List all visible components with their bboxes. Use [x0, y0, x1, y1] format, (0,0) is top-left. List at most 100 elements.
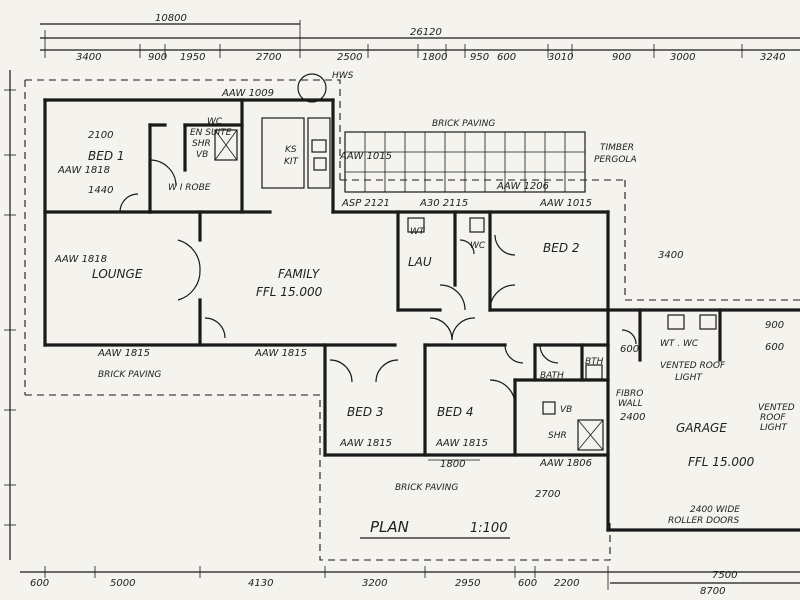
win-aaw1815-b: AAW 1815 — [254, 348, 307, 359]
note-fibro-1: FIBRO — [616, 389, 643, 399]
win-aaw1206: AAW 1206 — [496, 181, 549, 192]
dim-2400: 2400 — [620, 412, 645, 423]
dim-900: 900 — [765, 320, 784, 331]
plan-title: PLAN — [370, 518, 409, 536]
note-roller-1: 2400 WIDE — [690, 505, 740, 515]
room-wi-robe: W I ROBE — [168, 183, 211, 193]
win-aaw1009: AAW 1009 — [221, 88, 274, 99]
left-dimension-line — [4, 70, 16, 560]
dim-600a: 600 — [765, 342, 784, 353]
win-aaw1815-a: AAW 1815 — [97, 348, 150, 359]
dim-top-4: 2500 — [337, 52, 362, 63]
room-kit: KIT — [284, 157, 300, 167]
note-timber-2: PERGOLA — [594, 155, 637, 165]
note-fibro-2: WALL — [618, 399, 643, 409]
dim-1800: 1800 — [440, 459, 465, 470]
interior-walls — [43, 98, 722, 457]
note-timber-1: TIMBER — [600, 143, 634, 153]
dim-top-1: 900 — [148, 52, 167, 63]
room-garage: GARAGE — [676, 421, 727, 435]
room-shr2: SHR — [548, 431, 567, 441]
note-vented-roof-r1: VENTED — [758, 403, 795, 413]
room-bed3: BED 3 — [347, 405, 384, 419]
note-vented-roof-1: VENTED ROOF — [660, 361, 726, 371]
dim-bot-2: 4130 — [248, 578, 273, 589]
side-dims: 2100 1440 3400 2700 1800 2400 900 600 60… — [88, 130, 784, 500]
room-ffl-main: FFL 15.000 — [256, 285, 323, 299]
room-wt-wc-garage: WT . WC — [660, 339, 699, 349]
win-aaw1815-bed4: AAW 1815 — [435, 438, 488, 449]
room-bed2: BED 2 — [543, 241, 580, 255]
dim-bed1-lower: 1440 — [88, 185, 113, 196]
dim-bot-8700: 8700 — [700, 586, 725, 597]
win-aaw1815-bed3: AAW 1815 — [339, 438, 392, 449]
paving-outline — [24, 79, 800, 561]
dim-top-11: 3240 — [760, 52, 785, 63]
room-ks: KS — [285, 145, 297, 155]
exterior-walls — [43, 98, 800, 532]
plan-scale: 1:100 — [470, 521, 507, 536]
room-en-suite: EN SUITE — [190, 128, 232, 138]
dim-bot-4: 2950 — [455, 578, 480, 589]
dim-bot-7500: 7500 — [712, 570, 737, 581]
fixtures — [214, 73, 717, 451]
dim-top-9: 900 — [612, 52, 631, 63]
hws-tank — [297, 73, 327, 103]
note-brick-paving-top: BRICK PAVING — [432, 119, 495, 129]
room-shr: SHR — [192, 139, 211, 149]
win-aaw1015: AAW 1015 — [339, 151, 392, 162]
room-lounge: LOUNGE — [92, 267, 143, 281]
win-aaw1818-lounge: AAW 1818 — [54, 254, 107, 265]
top-dimension-lines — [40, 20, 800, 58]
room-wc: WC — [470, 241, 486, 251]
room-bed1: BED 1 — [88, 149, 125, 163]
dim-bot-0: 600 — [30, 578, 49, 589]
dim-top-6: 950 — [470, 52, 489, 63]
door-swings — [119, 159, 637, 406]
note-roller-2: ROLLER DOORS — [668, 516, 740, 526]
room-bth: BTH — [585, 357, 604, 367]
note-brick-paving-bottom: BRICK PAVING — [395, 483, 458, 493]
dim-top-overall: 26120 — [410, 27, 442, 38]
win-aaw1818-bed: AAW 1818 — [57, 165, 110, 176]
note-vented-roof-r3: LIGHT — [760, 423, 788, 433]
dim-top-left: 10800 — [155, 13, 187, 24]
dim-2700: 2700 — [535, 489, 560, 500]
room-bath: BATH — [540, 371, 564, 381]
timber-pergola-grid — [344, 131, 586, 193]
room-lau: LAU — [408, 255, 432, 269]
dim-top-7: 600 — [497, 52, 516, 63]
room-vb: VB — [196, 150, 208, 160]
room-wt: WT — [410, 227, 426, 237]
room-bed4: BED 4 — [437, 405, 474, 419]
dim-bot-5: 600 — [518, 578, 537, 589]
window-labels: AAW 1009 AAW 1818 AAW 1015 AAW 1206 ASP … — [54, 88, 592, 469]
room-ffl-garage: FFL 15.000 — [688, 455, 755, 469]
win-aaw1015b: AAW 1015 — [539, 198, 592, 209]
room-we: WC — [207, 117, 223, 127]
win-aaw1806: AAW 1806 — [539, 458, 592, 469]
win-a302115: A30 2115 — [419, 198, 468, 209]
note-hws: HWS — [332, 71, 354, 81]
dim-bed1-upper: 2100 — [88, 130, 113, 141]
dim-bot-3: 3200 — [362, 578, 387, 589]
dim-bot-6: 2200 — [554, 578, 579, 589]
win-asp2121: ASP 2121 — [341, 198, 390, 209]
dim-top-5: 1800 — [422, 52, 447, 63]
dim-600b: 600 — [620, 344, 639, 355]
bottom-dims-row: 600 5000 4130 3200 2950 600 2200 7500 87… — [30, 570, 737, 597]
bottom-dimension-line — [20, 566, 800, 590]
note-brick-paving-left: BRICK PAVING — [98, 370, 161, 380]
dim-right-3400: 3400 — [658, 250, 683, 261]
dim-top-2: 1950 — [180, 52, 205, 63]
room-labels: BED 1 W I ROBE EN SUITE SHR VB WC KS KIT… — [88, 117, 755, 469]
dim-top-0: 3400 — [76, 52, 101, 63]
dim-top-3: 2700 — [256, 52, 281, 63]
dim-bot-1: 5000 — [110, 578, 135, 589]
dim-top-8: 3010 — [548, 52, 573, 63]
dim-top-10: 3000 — [670, 52, 695, 63]
drawing-notes: HWS BRICK PAVING TIMBER PERGOLA BRICK PA… — [98, 71, 795, 539]
room-vb2: VB — [560, 405, 572, 415]
note-vented-roof-r2: ROOF — [760, 413, 786, 423]
note-vented-roof-2: LIGHT — [675, 373, 703, 383]
